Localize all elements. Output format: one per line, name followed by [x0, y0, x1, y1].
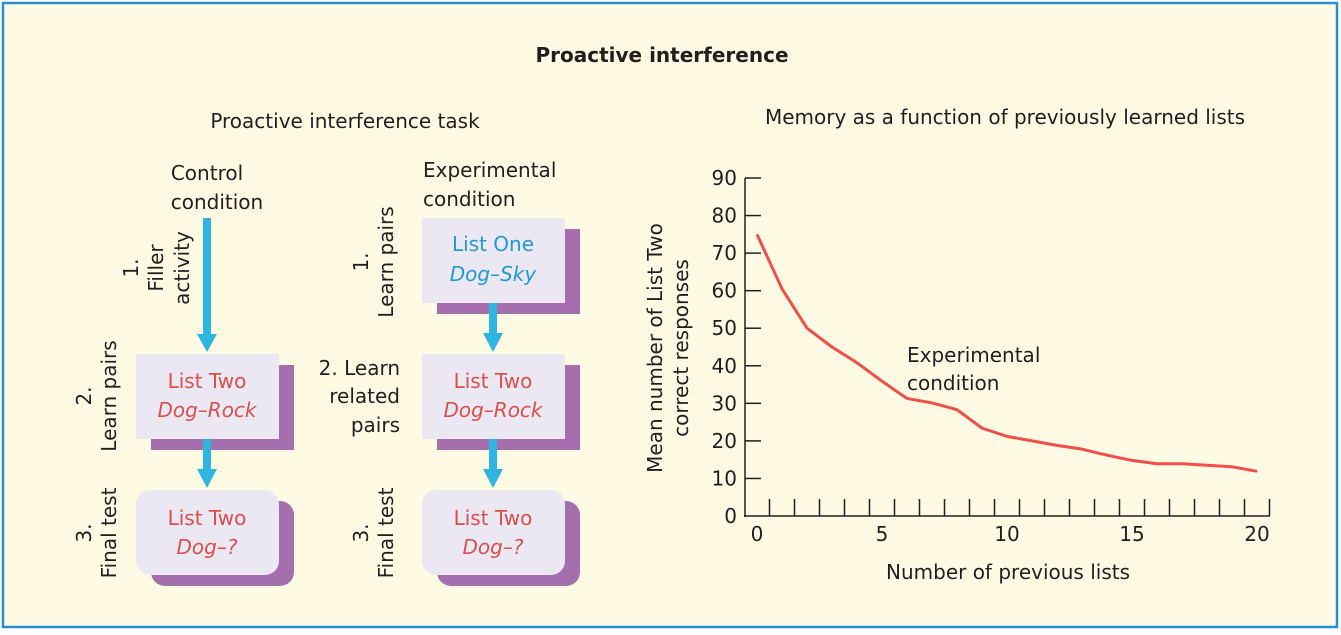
- svg-text:1.: 1.: [349, 252, 373, 271]
- svg-text:Filler: Filler: [144, 244, 168, 292]
- line-chart: Memory as a function of previously learn…: [643, 105, 1271, 584]
- experimental-heading-1: Experimental: [423, 158, 556, 182]
- x-tick-label: 0: [751, 522, 764, 546]
- svg-text:3.: 3.: [72, 523, 96, 542]
- y-tick-label: 90: [712, 166, 737, 190]
- x-tick-label: 10: [994, 522, 1019, 546]
- y-tick-label: 80: [712, 204, 737, 228]
- x-tick-label: 15: [1119, 522, 1144, 546]
- svg-text:activity: activity: [170, 231, 194, 305]
- arrow-down-icon: [483, 333, 503, 352]
- svg-text:correct responses: correct responses: [669, 259, 693, 437]
- x-tick-label: 20: [1244, 522, 1269, 546]
- svg-text:Dog–?: Dog–?: [177, 535, 238, 559]
- svg-text:Dog–Sky: Dog–Sky: [450, 262, 538, 286]
- svg-text:List Two: List Two: [168, 506, 247, 530]
- y-tick-label: 60: [712, 279, 737, 303]
- svg-text:Mean number of List Two: Mean number of List Two: [643, 223, 667, 473]
- chart-title: Memory as a function of previously learn…: [765, 105, 1245, 129]
- control-step3-label: 3. Final test: [72, 487, 121, 578]
- svg-text:1.: 1.: [119, 258, 143, 277]
- experimental-arrow-2: [483, 439, 503, 488]
- arrow-down-icon: [483, 469, 503, 488]
- svg-text:List One: List One: [452, 232, 534, 256]
- control-step2-label: 2. Learn pairs: [72, 340, 121, 451]
- svg-text:2.: 2.: [72, 386, 96, 405]
- arrow-down-icon: [197, 469, 217, 488]
- experimental-step1-label: 1. Learn pairs: [349, 206, 398, 317]
- y-tick-label: 50: [712, 316, 737, 340]
- control-step1-label: 1. Filler activity: [119, 231, 194, 305]
- svg-text:Final test: Final test: [374, 487, 398, 578]
- svg-text:Dog–Rock: Dog–Rock: [443, 398, 543, 422]
- figure-title: Proactive interference: [535, 43, 788, 67]
- control-box-final-test: List Two Dog–?: [136, 490, 294, 586]
- svg-text:List Two: List Two: [454, 506, 533, 530]
- experimental-box-final-test: List Two Dog–?: [422, 490, 580, 586]
- control-arrow-1: [197, 218, 217, 352]
- task-title: Proactive interference task: [210, 109, 480, 133]
- arrow-down-icon: [197, 334, 217, 352]
- svg-text:Dog–?: Dog–?: [463, 535, 524, 559]
- series-line-experimental: [755, 233, 1258, 473]
- y-axis-label: Mean number of List Two correct response…: [643, 223, 693, 473]
- series-annotation-2: condition: [907, 371, 999, 395]
- experimental-step3-label: 3. Final test: [349, 487, 398, 578]
- svg-text:2. Learn: 2. Learn: [319, 356, 400, 380]
- control-heading-2: condition: [171, 190, 263, 214]
- y-tick-label: 70: [712, 241, 737, 265]
- svg-text:List Two: List Two: [454, 369, 533, 393]
- y-tick-label: 30: [712, 391, 737, 415]
- y-tick-label: 10: [712, 466, 737, 490]
- experimental-box-list-two: List Two Dog–Rock: [422, 354, 580, 450]
- series-annotation-1: Experimental: [907, 343, 1040, 367]
- svg-text:Learn pairs: Learn pairs: [374, 206, 398, 317]
- svg-text:3.: 3.: [349, 523, 373, 542]
- svg-text:Learn pairs: Learn pairs: [97, 340, 121, 451]
- svg-text:List Two: List Two: [168, 369, 247, 393]
- svg-text:pairs: pairs: [351, 413, 400, 437]
- experimental-heading-2: condition: [423, 187, 515, 211]
- y-tick-label: 0: [724, 504, 737, 528]
- y-tick-label: 40: [712, 354, 737, 378]
- x-axis-label: Number of previous lists: [886, 560, 1130, 584]
- experimental-box-list-one: List One Dog–Sky: [422, 218, 580, 314]
- svg-text:Dog–Rock: Dog–Rock: [157, 398, 257, 422]
- y-tick-label: 20: [712, 429, 737, 453]
- task-diagram: Proactive interference task Control cond…: [72, 109, 580, 586]
- control-box-list-two: List Two Dog–Rock: [136, 354, 294, 450]
- control-arrow-2: [197, 439, 217, 488]
- experimental-step2-label: 2. Learn related pairs: [319, 356, 400, 437]
- experimental-arrow-1: [483, 303, 503, 352]
- control-heading-1: Control: [171, 161, 243, 185]
- svg-text:Final test: Final test: [97, 487, 121, 578]
- svg-text:related: related: [329, 384, 400, 408]
- x-tick-label: 5: [876, 522, 889, 546]
